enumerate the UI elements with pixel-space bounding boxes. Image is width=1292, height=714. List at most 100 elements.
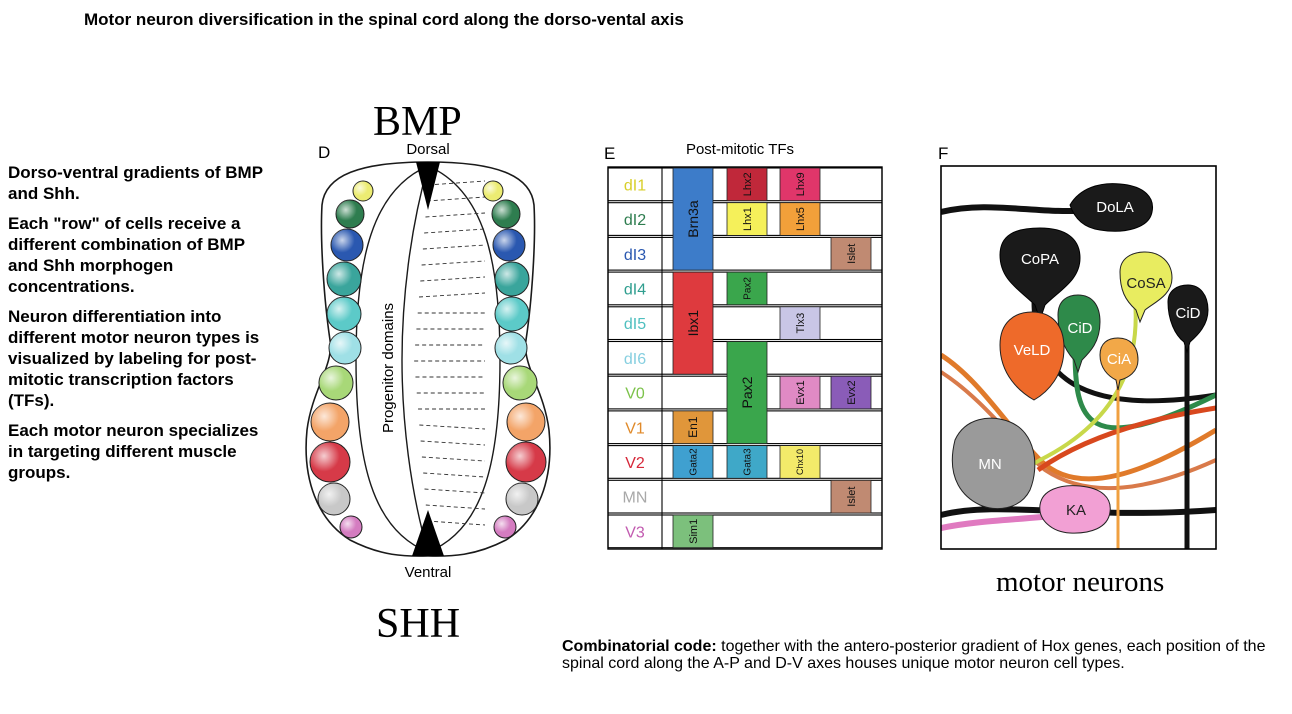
progenitor-cell-highlight xyxy=(327,262,361,296)
tf-block-lbx1 xyxy=(672,271,714,375)
progenitor-cell-highlight xyxy=(310,442,350,482)
progenitor-cell-highlight xyxy=(318,483,350,515)
tf-block-en1 xyxy=(672,410,714,444)
copa-neuron xyxy=(999,227,1081,322)
tf-block-label: Evx1 xyxy=(795,380,807,404)
tf-block-label: Islet xyxy=(846,244,858,264)
tf-block-label: Lhx9 xyxy=(795,172,807,196)
tf-block-label: Gata3 xyxy=(743,448,754,476)
progenitor-cell-highlight xyxy=(492,200,520,228)
cia-neuron xyxy=(1099,337,1139,391)
tf-row-label: dI1 xyxy=(624,177,646,194)
floor-plate xyxy=(412,510,444,556)
tf-block-evx1 xyxy=(779,375,821,410)
tf-block-label: Sim1 xyxy=(688,519,700,544)
copa-label: CoPA xyxy=(1021,251,1059,268)
progenitor-dash xyxy=(419,424,486,430)
panel-f-letter: F xyxy=(938,144,948,163)
progenitor-dash xyxy=(420,440,486,446)
shh-label: SHH xyxy=(376,601,461,647)
tf-row xyxy=(607,479,883,514)
tf-row xyxy=(607,514,883,549)
tf-row-label: dI6 xyxy=(624,351,646,368)
tf-row-label: MN xyxy=(623,490,648,507)
tf-block-label: Brn3a xyxy=(685,200,701,238)
roof-plate xyxy=(416,162,440,210)
progenitor-cell-highlight xyxy=(319,366,353,400)
panel-d-letter: D xyxy=(318,143,330,162)
progenitor-cell-highlight xyxy=(495,262,529,296)
progenitor-cell-highlight xyxy=(493,229,525,261)
progenitor-dash xyxy=(421,456,486,462)
tf-block-label: Tlx3 xyxy=(795,313,807,334)
progenitor-dash xyxy=(425,504,486,510)
red-axon xyxy=(1036,405,1216,473)
tf-block-pax2_big xyxy=(726,341,768,444)
cosa-label: CoSA xyxy=(1126,275,1165,292)
progenitor-cell-highlight xyxy=(506,483,538,515)
tf-row-label: V0 xyxy=(625,386,645,403)
description-paragraph-2: Each "row" of cells receive a different … xyxy=(8,214,245,296)
bmp-label: BMP xyxy=(373,99,462,145)
tf-block-label: Chx10 xyxy=(795,449,805,475)
tf-row-label: dI2 xyxy=(624,212,646,229)
progenitor-cells-left xyxy=(309,180,374,539)
progenitor-dash xyxy=(421,260,486,266)
progenitor-cell-highlight xyxy=(336,200,364,228)
tf-block-pax2_small xyxy=(726,271,768,306)
page-title: Motor neuron diversification in the spin… xyxy=(84,10,684,29)
dola-neuron xyxy=(1069,183,1154,232)
progenitor-cell-highlight xyxy=(495,332,527,364)
tf-block-islet_top xyxy=(830,236,872,271)
tf-block-lhx5 xyxy=(779,202,821,236)
progenitor-cell-highlight xyxy=(311,403,349,441)
post-mitotic-header: Post-mitotic TFs xyxy=(686,141,794,158)
tf-block-brn3a xyxy=(672,167,714,271)
tf-block-lhx2 xyxy=(726,167,768,202)
panel-e-letter: E xyxy=(604,144,615,163)
tf-block-evx2 xyxy=(830,375,872,410)
description-paragraph-3: Neuron differentiation into different mo… xyxy=(8,307,260,410)
combinatorial-code-text: Combinatorial code: together with the an… xyxy=(562,638,1272,672)
cid1-neuron xyxy=(1057,294,1101,374)
tf-row xyxy=(607,306,883,341)
motor-neurons-caption: motor neurons xyxy=(996,566,1165,598)
progenitor-dash xyxy=(424,228,486,234)
cosa-neuron xyxy=(1119,251,1173,324)
combinatorial-code-bold: Combinatorial code: xyxy=(562,638,717,655)
tf-row-label: dI4 xyxy=(624,281,646,298)
description-text: Dorso-ventral gradients of BMP and Shh. … xyxy=(8,162,278,492)
progenitor-cell-highlight xyxy=(483,181,503,201)
tf-block-label: Pax2 xyxy=(739,376,755,408)
orange-axon xyxy=(941,370,1216,491)
progenitor-cell-highlight xyxy=(329,332,361,364)
dola-axon xyxy=(941,204,1091,215)
tf-block-label: Gata2 xyxy=(689,448,700,476)
tf-block-label: Pax2 xyxy=(743,277,754,300)
dola-label: DoLA xyxy=(1096,199,1134,216)
tf-block-tlx3 xyxy=(779,306,821,340)
tf-block-sim1 xyxy=(672,514,714,549)
veld-label: VeLD xyxy=(1014,342,1051,359)
tf-block-lhx1 xyxy=(726,202,768,236)
cid1-label: CiD xyxy=(1068,320,1093,337)
cid2-neuron xyxy=(1167,284,1209,354)
tf-block-label: Lhx5 xyxy=(795,207,807,231)
tf-block-label: Ibx1 xyxy=(685,310,701,337)
veld-neuron xyxy=(999,311,1065,401)
progenitor-cell-highlight xyxy=(353,181,373,201)
panel-d: D Dorsal Ventral Progenitor domains xyxy=(305,141,551,581)
central-canal xyxy=(355,165,501,553)
tf-block-gata3 xyxy=(726,445,768,479)
tf-block-islet_mn xyxy=(830,479,872,514)
ka-neuron xyxy=(1039,485,1111,534)
ka-label: KA xyxy=(1066,502,1086,519)
progenitor-cell-highlight xyxy=(503,366,537,400)
combinatorial-code-body: together with the antero-posterior gradi… xyxy=(562,638,1266,672)
tf-row xyxy=(607,236,883,271)
progenitor-dash xyxy=(426,196,486,202)
tf-block-chx10 xyxy=(779,445,821,479)
tf-block-lhx9 xyxy=(779,167,821,202)
